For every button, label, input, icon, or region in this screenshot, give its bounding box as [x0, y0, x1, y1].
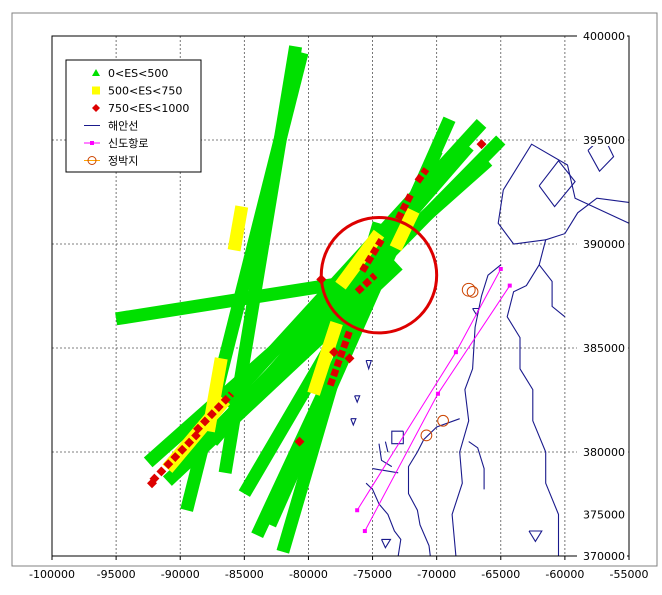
legend-marker-triangle — [92, 69, 100, 76]
x-tick-label: -80000 — [289, 568, 328, 581]
x-tick-label: -90000 — [161, 568, 200, 581]
y-tick-label-bg — [577, 29, 627, 42]
y-tick-label: 370000 — [583, 550, 625, 563]
legend-marker-diamond — [92, 104, 100, 112]
coastline — [378, 443, 393, 468]
red-point — [476, 139, 487, 150]
island — [528, 530, 543, 543]
coastline — [372, 468, 399, 474]
coastline — [497, 189, 546, 245]
plot-border — [51, 35, 630, 557]
yellow-segment — [389, 207, 420, 251]
red-point — [344, 353, 355, 364]
legend-marker-square — [90, 141, 94, 145]
y-tick-label-bg — [577, 445, 627, 458]
x-tick-label: -60000 — [545, 568, 584, 581]
y-tick-label-bg — [577, 549, 627, 562]
highlight-circle — [319, 216, 439, 335]
red-point — [329, 347, 340, 358]
anchor-circle — [437, 414, 449, 427]
coastline — [468, 441, 485, 490]
anchor-circle — [420, 429, 433, 442]
red-segment — [193, 391, 235, 434]
legend-label: 750<ES<1000 — [108, 102, 189, 115]
coastline — [502, 143, 629, 224]
coastline — [506, 197, 629, 556]
y-tick-label-bg — [577, 237, 627, 250]
y-tick-label: 400000 — [583, 30, 625, 43]
y-tick-label: 390000 — [583, 238, 625, 251]
y-tick-label: 385000 — [583, 342, 625, 355]
legend-label: 500<ES<750 — [108, 85, 182, 98]
red-segment — [414, 167, 430, 184]
coastline — [365, 482, 402, 557]
y-tick-label: 380000 — [583, 446, 625, 459]
x-tick-label: -55000 — [610, 568, 649, 581]
green-track — [276, 221, 386, 554]
x-tick-label: -65000 — [481, 568, 520, 581]
y-tick-label: 395000 — [583, 134, 625, 147]
route-marker — [362, 529, 367, 534]
legend-label: 정박지 — [108, 155, 138, 168]
yellow-segment — [307, 321, 343, 396]
legend-box — [65, 59, 202, 173]
anchor-circle — [466, 285, 479, 298]
anchor-circle — [461, 282, 476, 297]
coastline — [538, 159, 576, 208]
y-tick-label-bg — [577, 341, 627, 354]
coastline — [391, 430, 404, 445]
legend-marker-circle — [87, 156, 97, 165]
coastline — [407, 418, 460, 557]
route-line — [364, 285, 511, 532]
x-tick-label: -75000 — [353, 568, 392, 581]
coastline — [451, 264, 502, 557]
grid — [52, 36, 629, 556]
x-tick-label: -95000 — [97, 568, 136, 581]
red-segment — [359, 238, 385, 273]
red-point — [147, 478, 158, 489]
route-marker — [453, 350, 458, 355]
x-tick-label: -100000 — [29, 568, 75, 581]
legend-label: 해안선 — [108, 119, 138, 133]
legend-label: 0<ES<500 — [108, 67, 168, 80]
island — [381, 538, 392, 549]
red-segment — [395, 192, 415, 221]
y-tick-label-bg — [577, 507, 627, 521]
coastline — [538, 264, 566, 318]
axes: -100000 -95000 -90000 -85000 -80000 -75000 -70… — [29, 29, 648, 581]
island — [350, 418, 357, 427]
x-tick-label: -70000 — [417, 568, 456, 581]
y-tick-label-bg — [577, 133, 627, 146]
y-tick-label: 375000 — [583, 508, 625, 521]
yellow-segment — [335, 229, 385, 290]
yellow-segment — [227, 205, 249, 252]
x-tick-label: -85000 — [225, 568, 264, 581]
red-point — [294, 436, 305, 447]
route-marker — [507, 283, 512, 288]
legend-label: 신도항로 — [108, 137, 148, 150]
route-marker — [355, 508, 360, 513]
coastline — [384, 441, 389, 453]
island — [354, 395, 361, 404]
figure-frame — [11, 12, 658, 567]
legend-marker-square — [92, 86, 100, 95]
green-track — [238, 282, 372, 497]
island — [365, 359, 373, 371]
green-track — [115, 275, 355, 326]
red-segment — [354, 272, 378, 295]
route-marker — [498, 266, 503, 271]
route-marker — [435, 391, 440, 396]
red-segment — [149, 430, 201, 484]
plot-area — [115, 45, 629, 557]
